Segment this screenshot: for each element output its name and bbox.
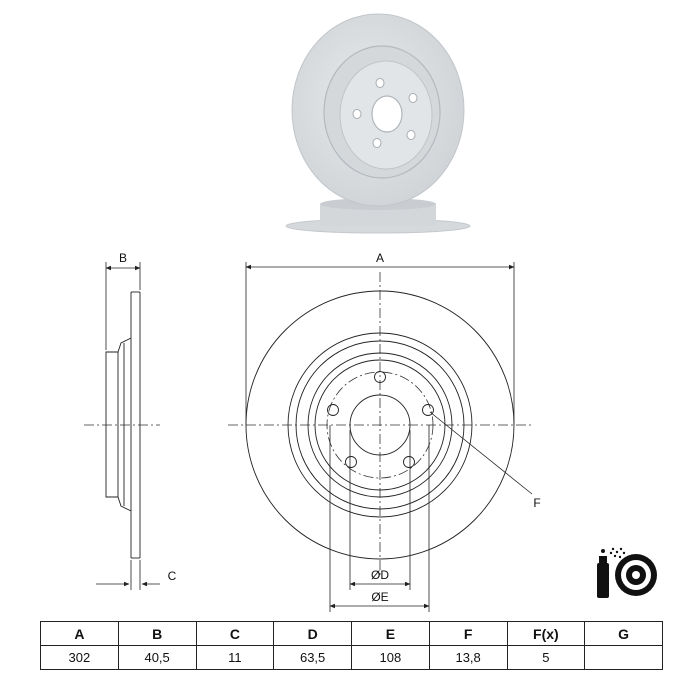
dim-e-label: ØE	[371, 590, 388, 604]
spec-header-b: B	[117, 621, 197, 646]
spec-value-c: 11	[195, 645, 275, 670]
spec-value-a: 302	[40, 645, 119, 670]
coating-spray-icon	[597, 547, 657, 598]
spec-value-e: 108	[351, 645, 430, 670]
spec-header-f: F	[428, 621, 508, 646]
dim-c-label: C	[168, 569, 177, 583]
spec-header-e: E	[351, 621, 430, 646]
dim-f-label: F	[533, 496, 540, 510]
spec-table-value-row: 302 40,5 11 63,5 108 13,8 5	[40, 645, 663, 670]
dim-a-label: A	[376, 251, 384, 265]
spec-header-g: G	[584, 621, 663, 646]
side-profile-view: B C	[84, 251, 177, 590]
spec-header-fx: F(x)	[506, 621, 586, 646]
spec-value-g	[584, 645, 663, 670]
spec-table-header-row: A B C D E F F(x) G	[40, 621, 663, 646]
front-view: A ØD ØE F	[228, 251, 541, 612]
spec-value-fx: 5	[506, 645, 586, 670]
spec-header-d: D	[273, 621, 352, 646]
brake-disc-photo	[285, 13, 471, 234]
spec-value-f: 13,8	[428, 645, 508, 670]
spec-header-a: A	[40, 621, 119, 646]
spec-value-b: 40,5	[117, 645, 197, 670]
dim-b-label: B	[119, 251, 127, 265]
spec-value-d: 63,5	[273, 645, 352, 670]
spec-table: A B C D E F F(x) G 302 40,5 11 63,5 108 …	[40, 621, 663, 670]
spec-header-c: C	[195, 621, 275, 646]
dim-d-label: ØD	[371, 568, 389, 582]
